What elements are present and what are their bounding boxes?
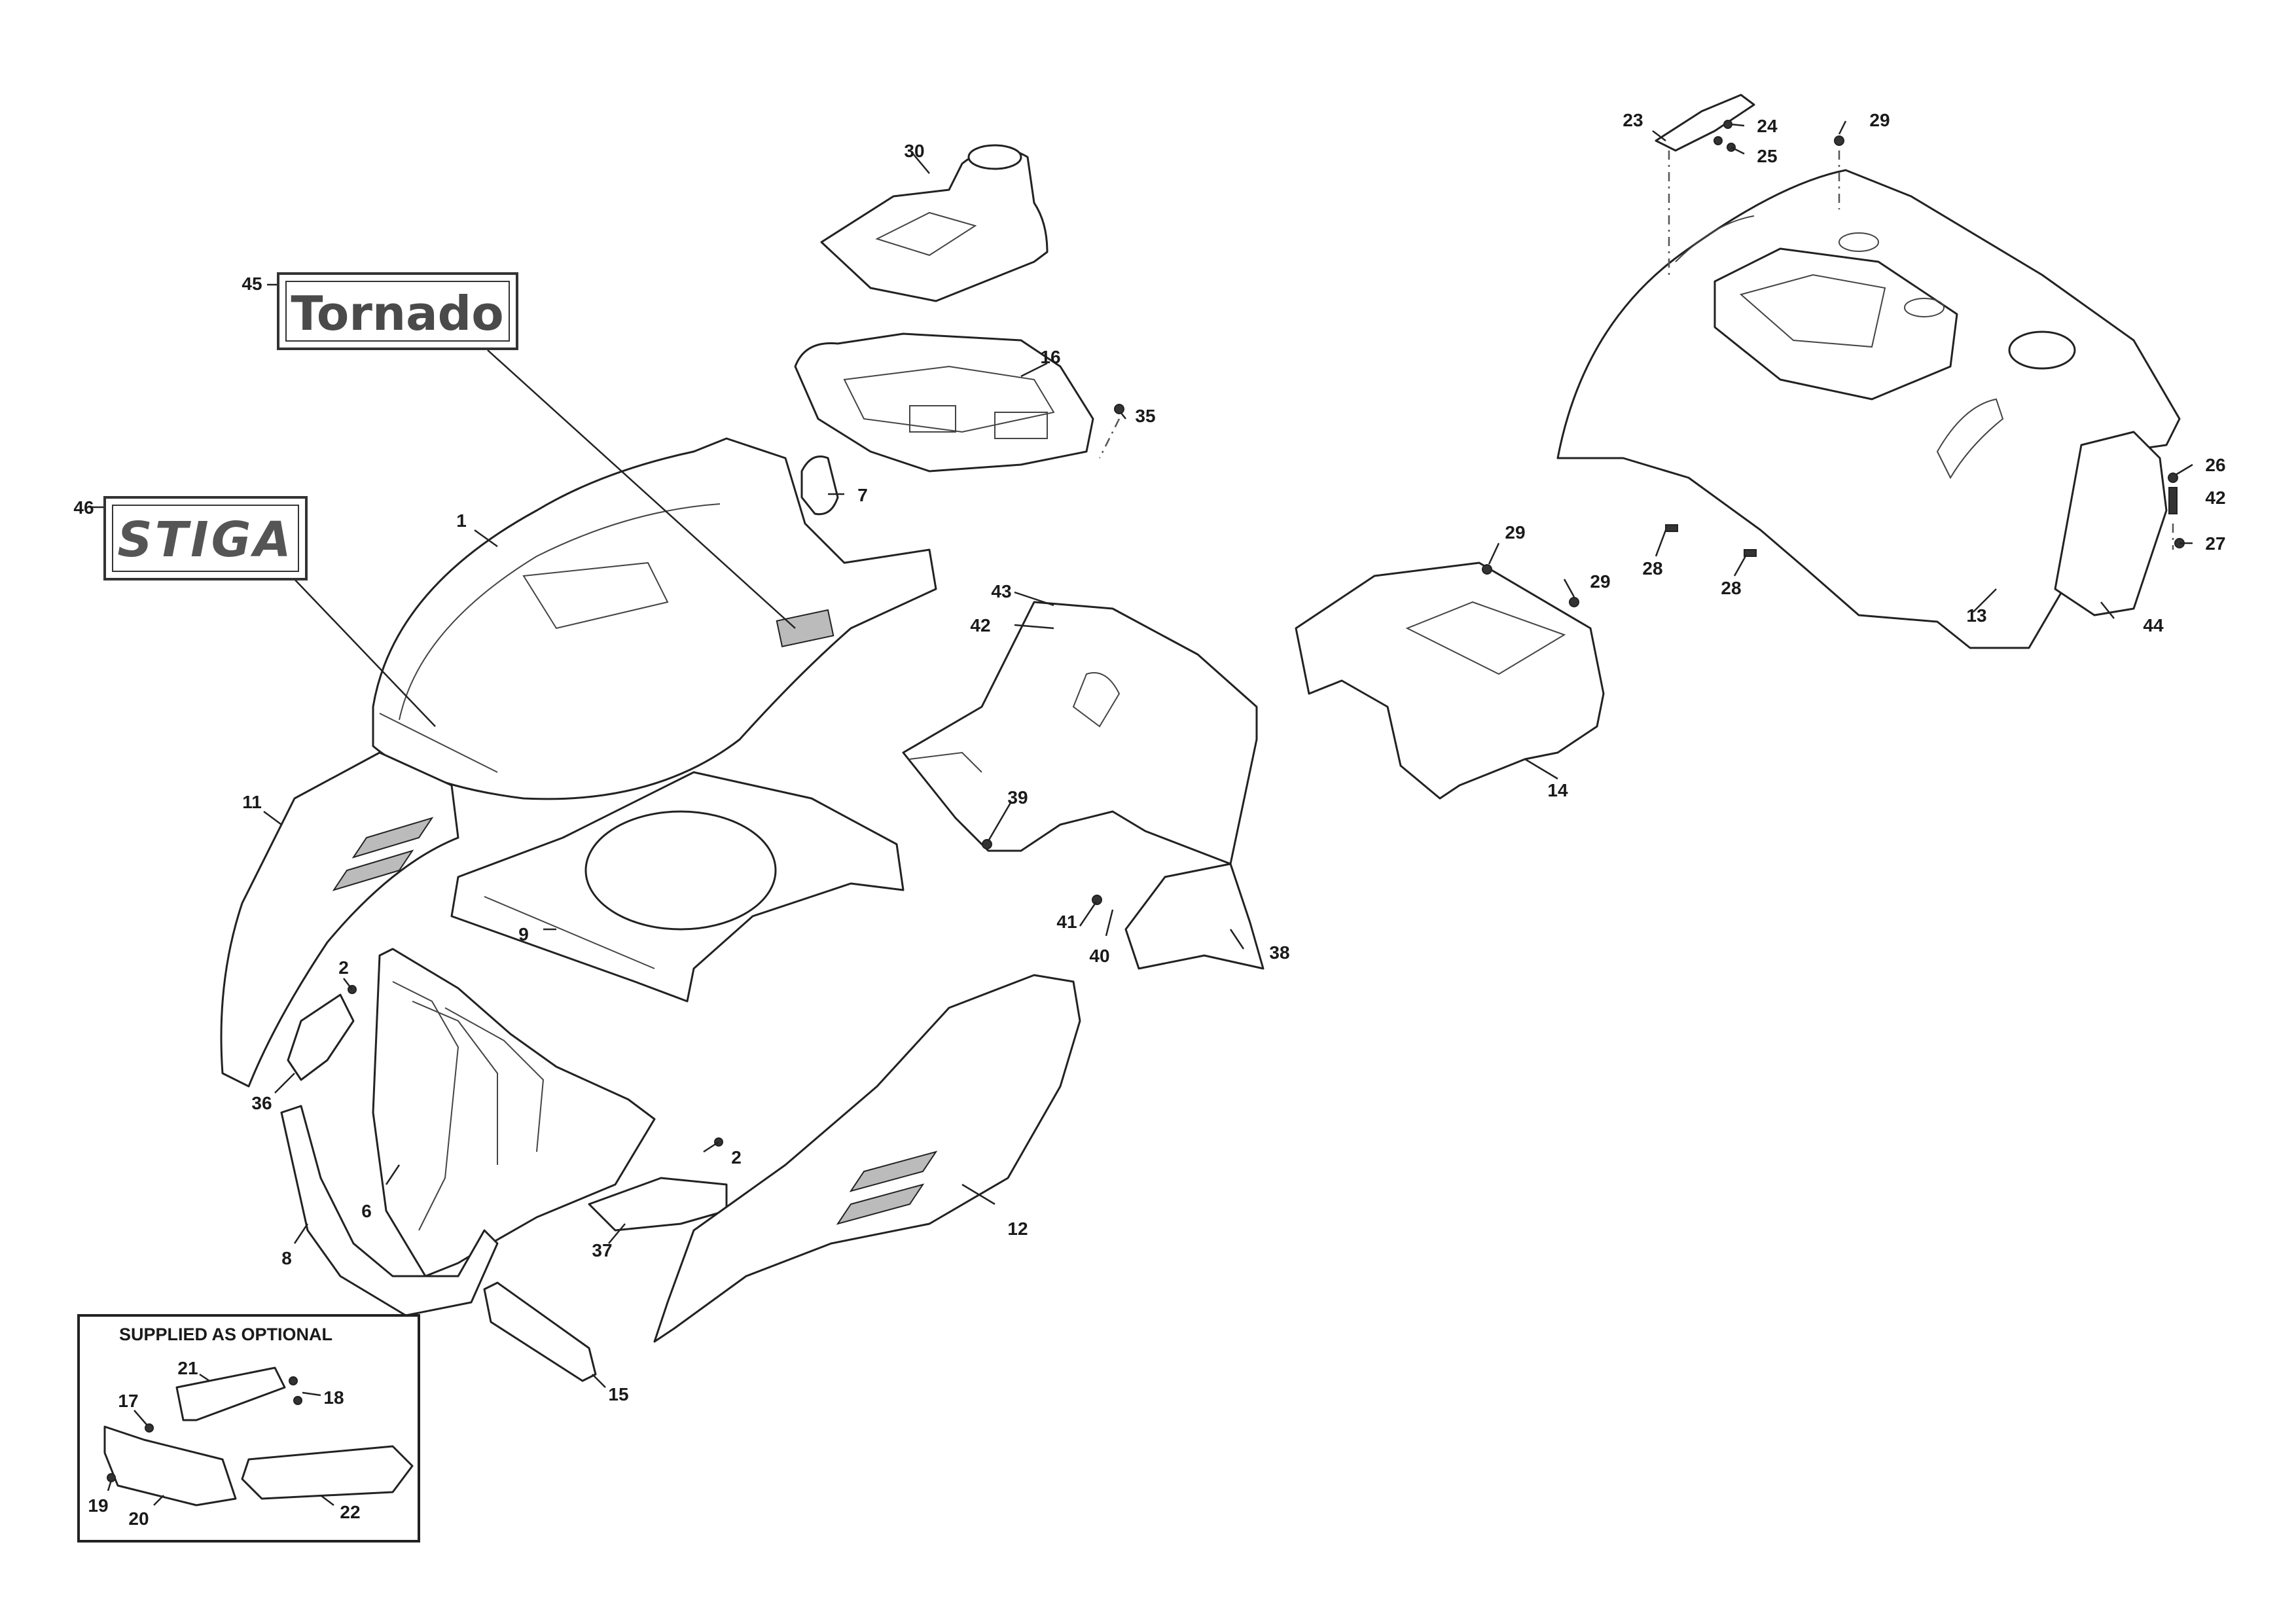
- part-labels: 1 2 2 6 7 8 9 11 12 13 14 15 16 17 18 19…: [73, 110, 2225, 1529]
- label-18: 18: [323, 1387, 344, 1408]
- part-13-rear-fender: [1556, 169, 2181, 649]
- label-17: 17: [118, 1391, 138, 1411]
- label-36: 36: [251, 1093, 272, 1113]
- label-38: 38: [1269, 942, 1289, 963]
- label-1: 1: [456, 510, 467, 531]
- label-42b: 42: [2205, 488, 2225, 508]
- decal-stiga-text: STIGA: [117, 512, 293, 568]
- label-23: 23: [1623, 110, 1643, 130]
- decal-stiga: STIGA: [103, 496, 308, 580]
- part-38-console-lower: [1124, 863, 1265, 970]
- part-23-handle: [1655, 94, 1755, 152]
- label-2a: 2: [338, 957, 349, 978]
- label-9: 9: [518, 924, 529, 944]
- label-20: 20: [128, 1508, 149, 1529]
- label-7: 7: [857, 485, 868, 505]
- label-8: 8: [281, 1248, 292, 1268]
- label-21: 21: [177, 1358, 198, 1378]
- label-15: 15: [608, 1384, 628, 1404]
- label-14: 14: [1547, 780, 1568, 800]
- label-2b: 2: [731, 1147, 742, 1168]
- alignment-lines: [1098, 151, 2174, 550]
- label-16: 16: [1040, 347, 1060, 367]
- label-41: 41: [1056, 912, 1077, 932]
- label-26: 26: [2205, 455, 2225, 475]
- part-11-left-panel: [220, 751, 459, 1088]
- label-6: 6: [361, 1201, 372, 1221]
- label-28a: 28: [1642, 558, 1662, 579]
- label-45: 45: [242, 274, 262, 294]
- part-22-trim: [241, 1445, 414, 1500]
- part-12-right-panel: [653, 974, 1081, 1343]
- decal-tornado: Tornado: [277, 272, 518, 350]
- label-25: 25: [1757, 146, 1777, 166]
- decal-tornado-text: Tornado: [291, 286, 503, 341]
- part-14-seat-box: [1295, 562, 1605, 800]
- label-22: 22: [340, 1502, 360, 1522]
- part-16-dash-panel: [794, 332, 1094, 473]
- part-21-trim: [175, 1366, 286, 1421]
- label-39: 39: [1007, 787, 1028, 808]
- label-37: 37: [592, 1240, 612, 1260]
- part-1-hood: [372, 437, 937, 800]
- label-12: 12: [1007, 1219, 1028, 1239]
- label-30: 30: [904, 141, 924, 161]
- part-15-bracket: [483, 1281, 597, 1382]
- label-35: 35: [1135, 406, 1155, 426]
- part-36-light-left: [287, 993, 355, 1081]
- label-42a: 42: [970, 615, 990, 635]
- part-9-base-tray: [450, 771, 905, 1003]
- leader-lines: [92, 120, 2193, 1388]
- label-46: 46: [73, 497, 94, 518]
- part-44-rear-bracket: [2054, 431, 2168, 616]
- part-7-knob: [800, 455, 839, 516]
- optional-box-title: SUPPLIED AS OPTIONAL: [119, 1325, 332, 1344]
- optional-parts-box: SUPPLIED AS OPTIONAL: [77, 1314, 420, 1543]
- label-29b: 29: [1590, 571, 1610, 592]
- label-44: 44: [2143, 615, 2164, 635]
- label-13: 13: [1966, 605, 1986, 626]
- part-43-center-console: [902, 601, 1258, 865]
- label-27: 27: [2205, 533, 2225, 554]
- part-20-front-plate: [103, 1425, 237, 1507]
- part-8-bumper-trim: [280, 1105, 499, 1317]
- label-11: 11: [242, 792, 262, 812]
- label-29c: 29: [1869, 110, 1890, 130]
- label-19: 19: [88, 1495, 108, 1516]
- label-29a: 29: [1505, 522, 1525, 543]
- label-43: 43: [991, 581, 1011, 601]
- label-24: 24: [1757, 116, 1778, 136]
- label-40: 40: [1089, 946, 1109, 966]
- label-28b: 28: [1721, 578, 1741, 598]
- part-30-dash-top-cover: [820, 144, 1049, 302]
- part-6-grille: [372, 948, 656, 1277]
